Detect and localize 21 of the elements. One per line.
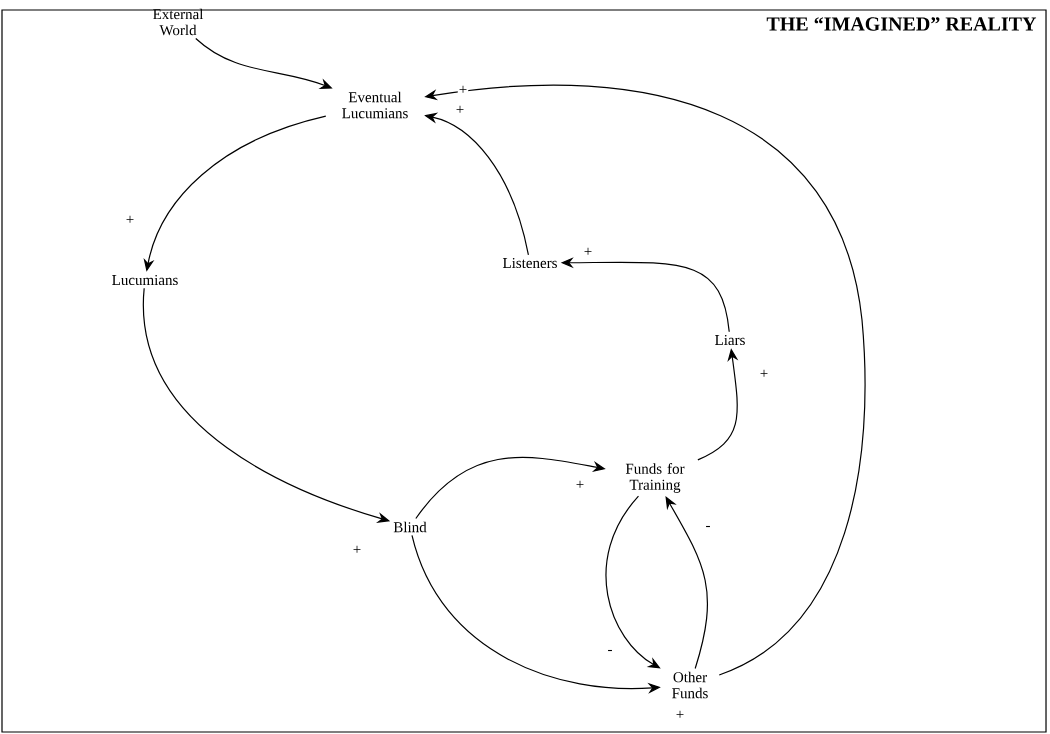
arrow xyxy=(665,496,709,670)
polarity-sign: - xyxy=(606,648,614,656)
polarity-sign: + xyxy=(674,709,686,721)
node-label: Lucumians xyxy=(112,274,178,286)
node-label: Blind xyxy=(393,521,427,533)
polarity-sign: + xyxy=(454,104,466,116)
polarity-sign: + xyxy=(574,479,586,491)
polarity-sign: + xyxy=(582,246,594,258)
polarity-sign: - xyxy=(704,524,712,532)
node-label: External World xyxy=(153,8,204,36)
polarity-sign: + xyxy=(758,368,770,380)
node-label: Other Funds xyxy=(672,671,708,699)
polarity-sign: + xyxy=(457,84,469,96)
node-label: Listeners xyxy=(502,257,557,269)
polarity-sign: + xyxy=(351,544,363,556)
node-label: Liars xyxy=(715,334,745,346)
node-label: Funds for Training xyxy=(625,463,685,493)
node-label: Eventual Lucumians xyxy=(342,91,408,119)
title: THE “IMAGINED” REALITY xyxy=(766,17,1037,31)
polarity-sign: + xyxy=(124,214,136,226)
arrow xyxy=(605,495,661,669)
